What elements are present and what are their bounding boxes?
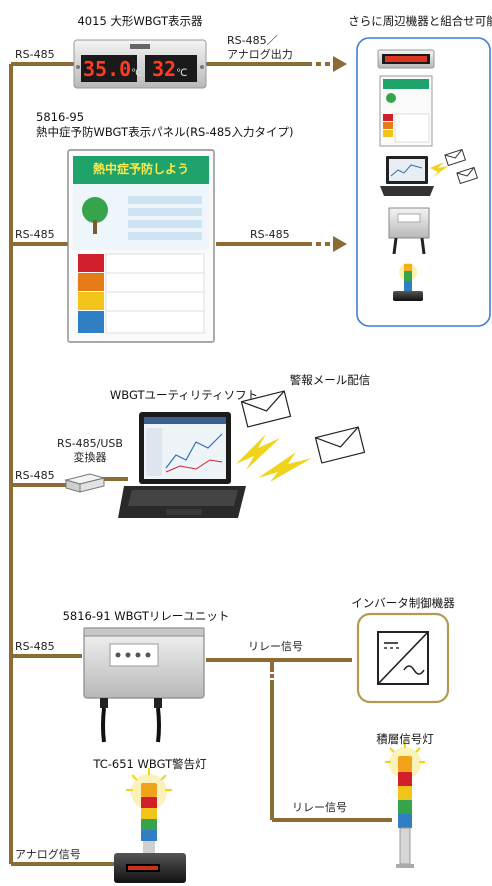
stack-light-input-label: リレー信号 [292, 801, 347, 814]
readout-right-unit: ℃ [176, 68, 188, 79]
warning-light-title: TC-651 WBGT警告灯 [93, 757, 207, 771]
software-title: WBGTユーティリティソフト [109, 388, 259, 402]
readout-left-value: 35.0 [83, 57, 132, 81]
bus-label-rs485-3: RS-485 [15, 469, 55, 482]
converter-label-line1: RS-485/USB [57, 437, 123, 450]
wbgt-panel-device [67, 149, 215, 343]
panel-header-text: 熱中症予防しよう [92, 162, 189, 176]
stack-light-title: 積層信号灯 [376, 732, 434, 746]
bus-label-rs485-2: RS-485 [15, 228, 55, 241]
email-icon [314, 426, 366, 464]
laptop-device [118, 412, 246, 518]
relay-output-label: リレー信号 [248, 640, 303, 653]
display-output-label-2: アナログ出力 [227, 48, 293, 61]
relay-title: 5816-91 WBGTリレーユニット [62, 609, 230, 623]
peripheral-panel-title: さらに周辺機器と組合せ可能 [348, 14, 492, 28]
readout-left-unit: ℃ [131, 68, 143, 79]
panel-output-label: RS-485 [250, 228, 290, 241]
lightning-icon [236, 434, 280, 470]
relay-unit-device [83, 627, 205, 743]
converter-label-line2: 変換器 [73, 451, 107, 464]
display-output-label-1: RS-485／ [227, 34, 278, 47]
display-title: 4015 大形WBGT表示器 [77, 14, 203, 28]
usb-converter-device [64, 473, 106, 493]
panel-title-model: 5816-95 [36, 110, 85, 124]
mini-display-device [377, 49, 435, 69]
arrow-dashes [316, 62, 330, 246]
bus-label-rs485-1: RS-485 [15, 48, 55, 61]
connection-lines [9, 62, 392, 866]
arrow-head-icon [333, 56, 347, 72]
mini-stack-light [393, 263, 423, 301]
mini-lightning-icon [430, 162, 448, 178]
panel-title-name: 熱中症予防WBGT表示パネル(RS-485入力タイプ) [36, 125, 294, 139]
warning-light-device [114, 768, 186, 883]
lightning-icon [258, 452, 312, 482]
display-readout-left: 35.0℃ [83, 57, 142, 81]
bus-label-analog: アナログ信号 [15, 848, 81, 861]
stack-light-device [385, 742, 425, 868]
arrow-head-icon [333, 236, 347, 252]
mini-panel-device [379, 75, 433, 147]
wbgt-display-device [73, 39, 207, 89]
mini-relay-device [388, 207, 430, 255]
mini-laptop-device [380, 156, 434, 196]
readout-right-value: 32 [152, 57, 177, 81]
inverter-device [356, 612, 450, 704]
inverter-title: インバータ制御機器 [351, 596, 455, 610]
display-readout-right: 32℃ [152, 57, 196, 81]
mini-email-icon [444, 148, 479, 185]
email-icon [240, 390, 292, 428]
mail-label: 警報メール配信 [289, 373, 371, 387]
bus-label-rs485-4: RS-485 [15, 640, 55, 653]
